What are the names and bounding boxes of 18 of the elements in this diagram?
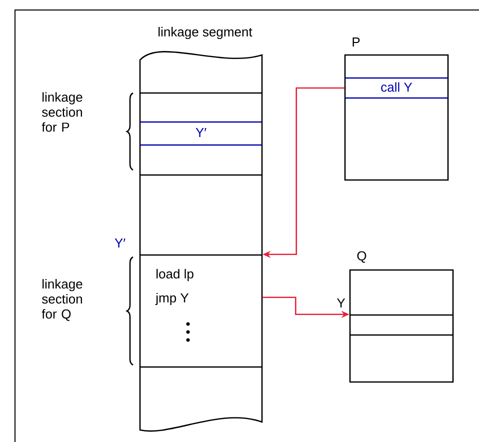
heading: linkage segment: [158, 26, 252, 40]
code-line: load lp: [156, 268, 194, 282]
point-label: Y′: [114, 238, 126, 248]
memory-box: [344, 54, 449, 181]
memory-row: [350, 314, 453, 336]
row-label: Y: [336, 298, 346, 308]
memory-column: [139, 51, 263, 432]
heading: Q: [357, 251, 366, 263]
memory-row: [345, 77, 448, 99]
bracket-label: linkage section for P: [42, 92, 82, 132]
cell-text: Y′: [196, 128, 206, 137]
cell-text: call Y: [381, 82, 412, 92]
memory-section: [140, 254, 262, 368]
heading: P: [352, 38, 360, 46]
code-line: jmp Y: [155, 292, 189, 306]
memory-box: [349, 269, 454, 383]
memory-row: [140, 121, 262, 146]
bracket-label: linkage section for Q: [42, 279, 82, 321]
